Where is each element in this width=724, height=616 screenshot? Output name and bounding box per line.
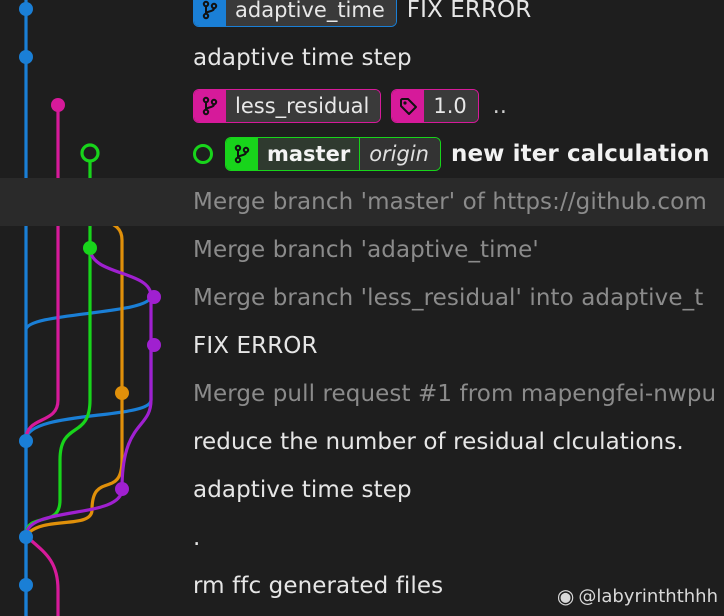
commit-content: adaptive time step	[193, 34, 412, 82]
branch-label: master	[258, 138, 360, 170]
commit-node[interactable]	[147, 290, 161, 304]
commit-message: FIX ERROR	[406, 0, 532, 23]
commit-message: adaptive time step	[193, 45, 412, 71]
commit-content: adaptive_time FIX ERROR	[193, 0, 531, 34]
commit-content: rm ffc generated files	[193, 562, 443, 610]
commit-row[interactable]: rm ffc generated files	[0, 562, 724, 610]
graph-edge-purple	[120, 345, 153, 490]
commit-message: Merge branch 'adaptive_time'	[193, 237, 539, 263]
commit-row[interactable]: adaptive time step	[0, 34, 724, 82]
commit-message: Merge branch 'less_residual' into adapti…	[193, 285, 704, 311]
branch-label: less_residual	[226, 90, 381, 122]
commit-message: ..	[492, 93, 507, 119]
commit-node[interactable]	[19, 2, 33, 16]
commit-content: FIX ERROR	[193, 322, 318, 370]
commit-content: Merge branch 'less_residual' into adapti…	[193, 274, 703, 322]
commit-message: rm ffc generated files	[193, 573, 444, 599]
remote-label: origin	[359, 138, 440, 170]
commit-message: Merge branch 'master' of https://github.…	[193, 189, 707, 215]
commit-node[interactable]	[147, 338, 161, 352]
weibo-icon: ◉	[556, 584, 575, 608]
commit-row[interactable]: Merge branch 'adaptive_time'	[0, 226, 724, 274]
commit-node[interactable]	[83, 241, 97, 255]
commit-node[interactable]	[51, 98, 65, 112]
commit-node-head[interactable]	[80, 143, 100, 163]
commit-row[interactable]: less_residual 1.0..	[0, 82, 724, 130]
commit-row[interactable]: adaptive_time FIX ERROR	[0, 0, 724, 34]
commit-message: Merge pull request #1 from mapengfei-nwp…	[193, 381, 717, 407]
branch-icon	[226, 138, 258, 170]
commit-message: .	[193, 525, 201, 551]
commit-row[interactable]: Merge branch 'less_residual' into adapti…	[0, 274, 724, 322]
commit-node[interactable]	[19, 50, 33, 64]
commit-content: Merge branch 'master' of https://github.…	[193, 178, 707, 226]
tag-icon	[392, 90, 425, 122]
graph-edge-purple	[24, 488, 124, 537]
commit-node[interactable]	[19, 530, 33, 544]
graph-edge-blue	[24, 0, 153, 331]
commit-node[interactable]	[115, 386, 129, 400]
tag-badge[interactable]: 1.0	[391, 89, 479, 123]
graph-edge-orange	[24, 392, 124, 538]
commit-content: Merge branch 'adaptive_time'	[193, 226, 539, 274]
commit-node[interactable]	[115, 482, 129, 496]
commit-node[interactable]	[19, 578, 33, 592]
commit-content: less_residual 1.0..	[193, 82, 507, 130]
commit-row[interactable]: Merge pull request #1 from mapengfei-nwp…	[0, 370, 724, 418]
commit-message: adaptive time step	[193, 477, 412, 503]
branch-label: adaptive_time	[226, 0, 396, 26]
watermark-text: @labyrinththhh	[578, 585, 718, 607]
commit-content: adaptive time step	[193, 466, 412, 514]
tag-label: 1.0	[424, 90, 478, 122]
commit-row[interactable]: .	[0, 514, 724, 562]
commit-content: .	[193, 514, 200, 562]
commit-content: Merge pull request #1 from mapengfei-nwp…	[193, 370, 716, 418]
commit-node[interactable]	[19, 434, 33, 448]
commit-content: reduce the number of residual clculation…	[193, 418, 684, 466]
commit-row[interactable]: adaptive time step	[0, 466, 724, 514]
branch-icon	[194, 90, 226, 122]
commit-message: FIX ERROR	[193, 333, 318, 359]
commit-row[interactable]: FIX ERROR	[0, 322, 724, 370]
head-indicator-icon	[193, 144, 213, 164]
graph-edge-magenta	[24, 105, 60, 441]
branch-badge[interactable]: adaptive_time	[193, 0, 397, 27]
watermark: ◉ @labyrinththhh	[557, 584, 718, 608]
branch-icon	[194, 0, 226, 26]
commit-row[interactable]: reduce the number of residual clculation…	[0, 418, 724, 466]
graph-edge-magenta	[24, 534, 60, 616]
commit-message: new iter calculation	[451, 141, 710, 167]
commit-message: reduce the number of residual clculation…	[193, 429, 684, 455]
commit-row[interactable]: Merge branch 'master' of https://github.…	[0, 178, 724, 226]
branch-badge[interactable]: less_residual	[193, 89, 382, 123]
